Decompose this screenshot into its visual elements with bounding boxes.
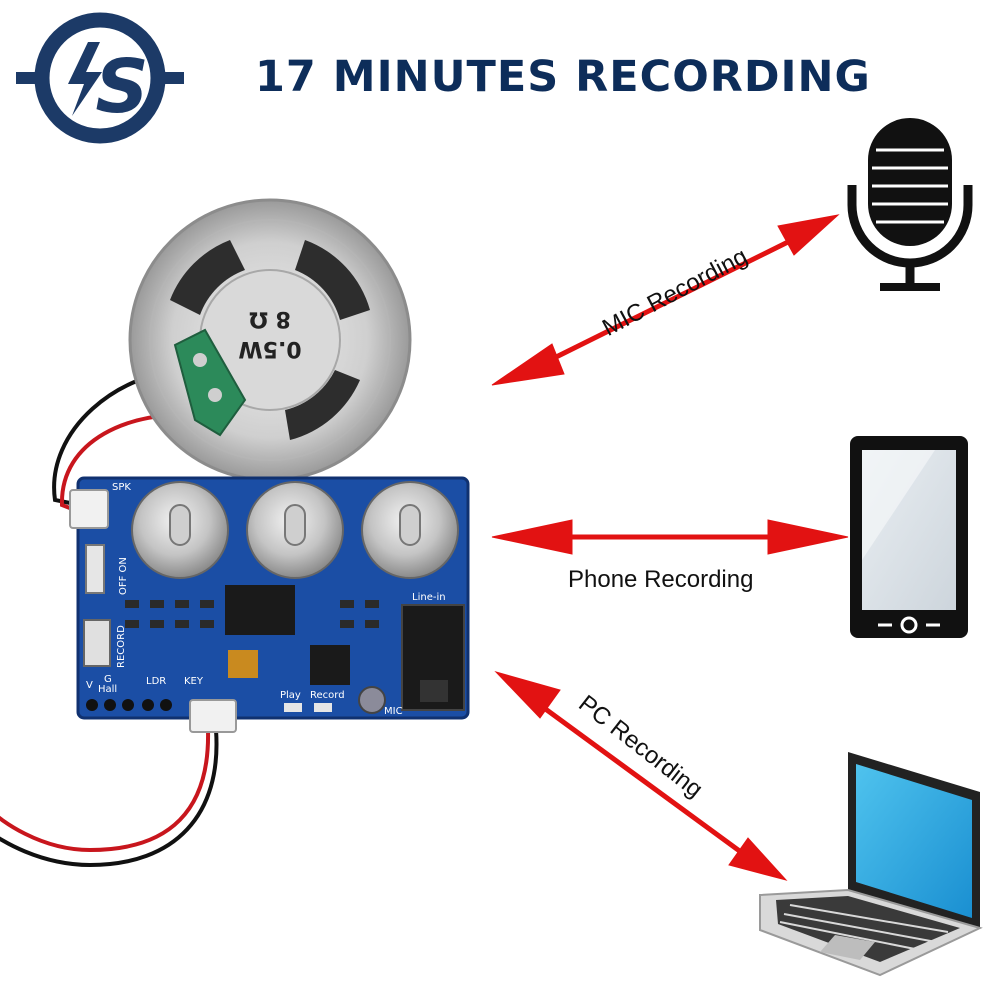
lightning-bolt-icon	[68, 42, 102, 116]
board-label-ldr: LDR	[146, 676, 166, 687]
board-label-g: G	[104, 674, 112, 685]
speaker-impedance-label: 8 Ω	[249, 306, 291, 331]
arrow-pc	[494, 671, 788, 881]
board-label-record: Record	[310, 690, 345, 701]
laptop-icon	[759, 752, 983, 977]
page-title: 17 MINUTES RECORDING	[255, 52, 871, 102]
dip-switch	[228, 650, 258, 678]
microphone-icon	[847, 118, 973, 291]
main-chip	[225, 585, 295, 635]
board-label-key: KEY	[184, 676, 204, 687]
board-label-line-in: Line-in	[412, 592, 446, 603]
arrow-mic	[491, 214, 840, 386]
phone-recording-label: Phone Recording	[568, 566, 754, 593]
board-label-v: V	[86, 680, 93, 691]
amp-chip	[310, 645, 350, 685]
arrow-phone	[491, 519, 849, 555]
speaker-power-label: 0.5W	[238, 336, 301, 361]
logo-ring	[34, 12, 166, 144]
board-mic	[358, 686, 386, 714]
battery-holders	[131, 481, 459, 579]
smartphone-icon	[850, 436, 968, 638]
pcb-board: SPK OFF ON RECORD V G Hall LDR KEY Play …	[69, 476, 470, 733]
power-switch	[85, 544, 105, 594]
record-button	[83, 619, 111, 667]
brand-logo: S	[16, 12, 184, 144]
key-wires	[0, 728, 219, 868]
board-label-play: Play	[280, 690, 301, 701]
speaker: 0.5W 8 Ω	[128, 198, 412, 482]
logo-letter: S	[95, 44, 148, 130]
board-label-mic: MIC	[384, 706, 403, 717]
board-label-off-on: OFF ON	[118, 557, 129, 595]
board-label-hall: Hall	[98, 684, 117, 695]
speaker-terminal	[173, 328, 247, 437]
key-connector	[189, 699, 237, 733]
board-label-spk: SPK	[112, 482, 131, 493]
board-label-record-side: RECORD	[116, 625, 127, 668]
header-pins	[86, 699, 172, 711]
spk-connector	[69, 489, 109, 529]
smd-components	[125, 600, 379, 628]
